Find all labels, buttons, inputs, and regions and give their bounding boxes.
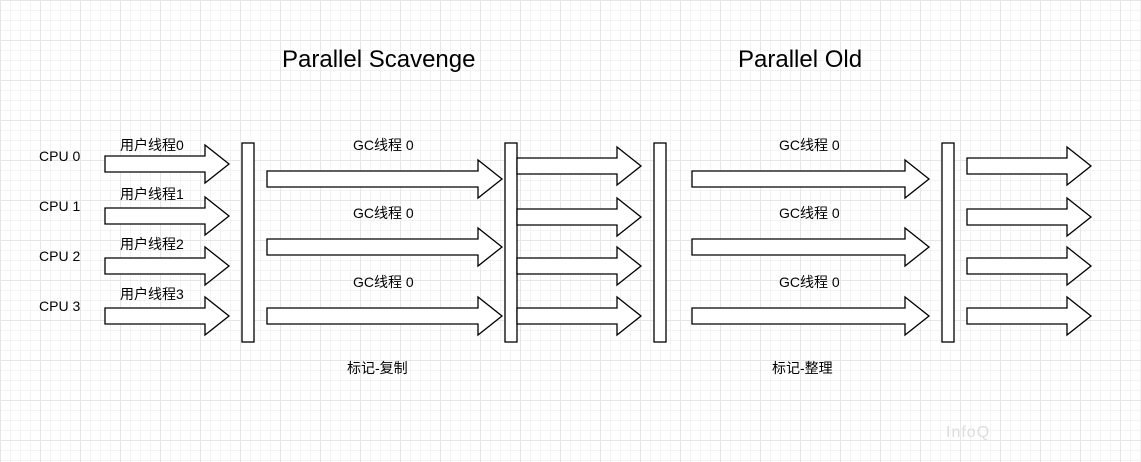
gc-thread-label-scavenge-0: GC线程 0: [353, 137, 414, 153]
gc-arrow-scavenge-0: [266, 158, 504, 200]
safepoint-bar-4: [941, 142, 955, 343]
safepoint-bar-1: [241, 142, 255, 343]
user-thread-arrow-0: [104, 143, 231, 185]
watermark-text: InfoQ: [946, 424, 991, 441]
cpu-label-3: CPU 3: [39, 298, 81, 314]
gc-thread-label-old-2: GC线程 0: [779, 274, 840, 290]
title-parallel-old: Parallel Old: [738, 46, 863, 73]
user-thread-label-1: 用户线程1: [120, 186, 184, 202]
safepoint-bar-2: [504, 142, 518, 343]
user-thread-arrow-2: [104, 245, 231, 287]
final-arrow-1: [966, 196, 1093, 238]
gc-arrow-scavenge-2: [266, 295, 504, 337]
gc-thread-label-scavenge-1: GC线程 0: [353, 205, 414, 221]
cpu-label-1: CPU 1: [39, 198, 81, 214]
resume-arrow-1: [516, 196, 643, 238]
final-arrow-2: [966, 245, 1093, 287]
phase-label-copy: 标记-复制: [347, 360, 408, 376]
phase-label-compact: 标记-整理: [772, 360, 833, 376]
gc-thread-label-old-0: GC线程 0: [779, 137, 840, 153]
safepoint-bar-3: [653, 142, 667, 343]
gc-thread-label-old-1: GC线程 0: [779, 205, 840, 221]
user-thread-arrow-3: [104, 295, 231, 337]
cpu-label-2: CPU 2: [39, 248, 81, 264]
final-arrow-3: [966, 295, 1093, 337]
gc-thread-label-scavenge-2: GC线程 0: [353, 274, 414, 290]
final-arrow-0: [966, 145, 1093, 187]
resume-arrow-0: [516, 145, 643, 187]
gc-arrow-old-0: [691, 158, 931, 200]
resume-arrow-3: [516, 295, 643, 337]
user-thread-label-3: 用户线程3: [120, 286, 184, 302]
user-thread-label-2: 用户线程2: [120, 236, 184, 252]
gc-arrow-old-2: [691, 295, 931, 337]
resume-arrow-2: [516, 245, 643, 287]
title-parallel-scavenge: Parallel Scavenge: [282, 46, 476, 73]
cpu-label-0: CPU 0: [39, 148, 81, 164]
gc-arrow-scavenge-1: [266, 226, 504, 268]
gc-arrow-old-1: [691, 226, 931, 268]
user-thread-label-0: 用户线程0: [120, 137, 184, 153]
user-thread-arrow-1: [104, 195, 231, 237]
